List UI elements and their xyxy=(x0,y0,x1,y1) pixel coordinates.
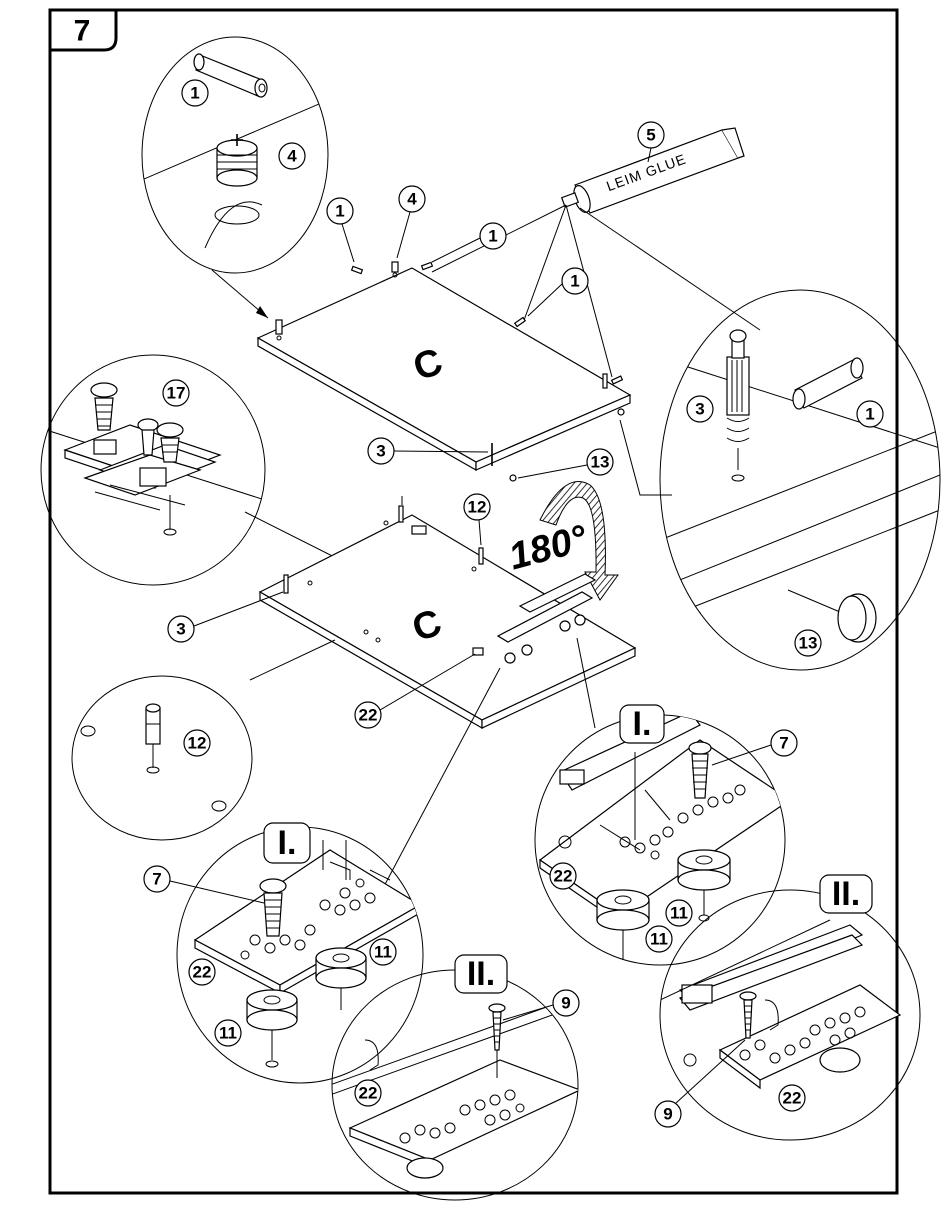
screw-illustration xyxy=(740,992,756,1038)
detail-label-I: I. xyxy=(278,824,297,862)
detail-bracket: 17 xyxy=(40,355,265,585)
dowel-illustration xyxy=(793,358,863,409)
detail-label-I: I. xyxy=(633,705,652,743)
callout-12: 12 xyxy=(468,498,487,517)
step-number: 7 xyxy=(74,15,91,48)
callout-3: 3 xyxy=(376,442,385,461)
callout-4: 4 xyxy=(407,190,417,209)
callout-7: 7 xyxy=(152,870,161,889)
detail-I-left: I. 7 22 11 11 xyxy=(144,823,423,1083)
callout-9: 9 xyxy=(561,994,570,1013)
callout-1: 1 xyxy=(335,202,344,221)
callout-17: 17 xyxy=(167,384,186,403)
callout-1: 1 xyxy=(865,405,874,424)
callout-22: 22 xyxy=(783,1089,802,1108)
callout-22: 22 xyxy=(359,706,378,725)
callout-1: 1 xyxy=(488,227,497,246)
callout-11: 11 xyxy=(374,943,392,962)
callout-13: 13 xyxy=(799,634,818,653)
callout-22: 22 xyxy=(359,1084,378,1103)
detail-dowel-cam: 1 4 xyxy=(130,37,340,273)
cam-bolt-illustration xyxy=(727,330,749,481)
callout-3: 3 xyxy=(695,400,704,419)
step-badge: 7 xyxy=(50,10,116,50)
rotation-label: 180° xyxy=(505,517,593,578)
callout-4: 4 xyxy=(287,147,297,166)
detail-label-II: II. xyxy=(832,875,860,913)
callout-7: 7 xyxy=(779,734,788,753)
callout-5: 5 xyxy=(646,126,655,145)
callout-11: 11 xyxy=(650,930,668,949)
callout-11: 11 xyxy=(219,1024,237,1043)
callout-1: 1 xyxy=(570,272,579,291)
callout-22: 22 xyxy=(554,867,573,886)
callout-13: 13 xyxy=(591,453,610,472)
callout-9: 9 xyxy=(663,1105,672,1124)
callout-1: 1 xyxy=(190,84,199,103)
detail-II-left: II. 9 22 xyxy=(330,955,580,1200)
callout-3: 3 xyxy=(176,620,185,639)
detail-pin: 12 xyxy=(72,676,252,840)
detail-II-right: II. 9 22 xyxy=(655,875,920,1140)
detail-label-II: II. xyxy=(467,955,495,993)
cam-lock-illustration xyxy=(215,134,259,224)
callout-11: 11 xyxy=(670,904,688,923)
callout-12: 12 xyxy=(188,734,207,753)
detail-I-right: I. 7 22 11 11 xyxy=(535,705,797,965)
callout-22: 22 xyxy=(193,963,212,982)
